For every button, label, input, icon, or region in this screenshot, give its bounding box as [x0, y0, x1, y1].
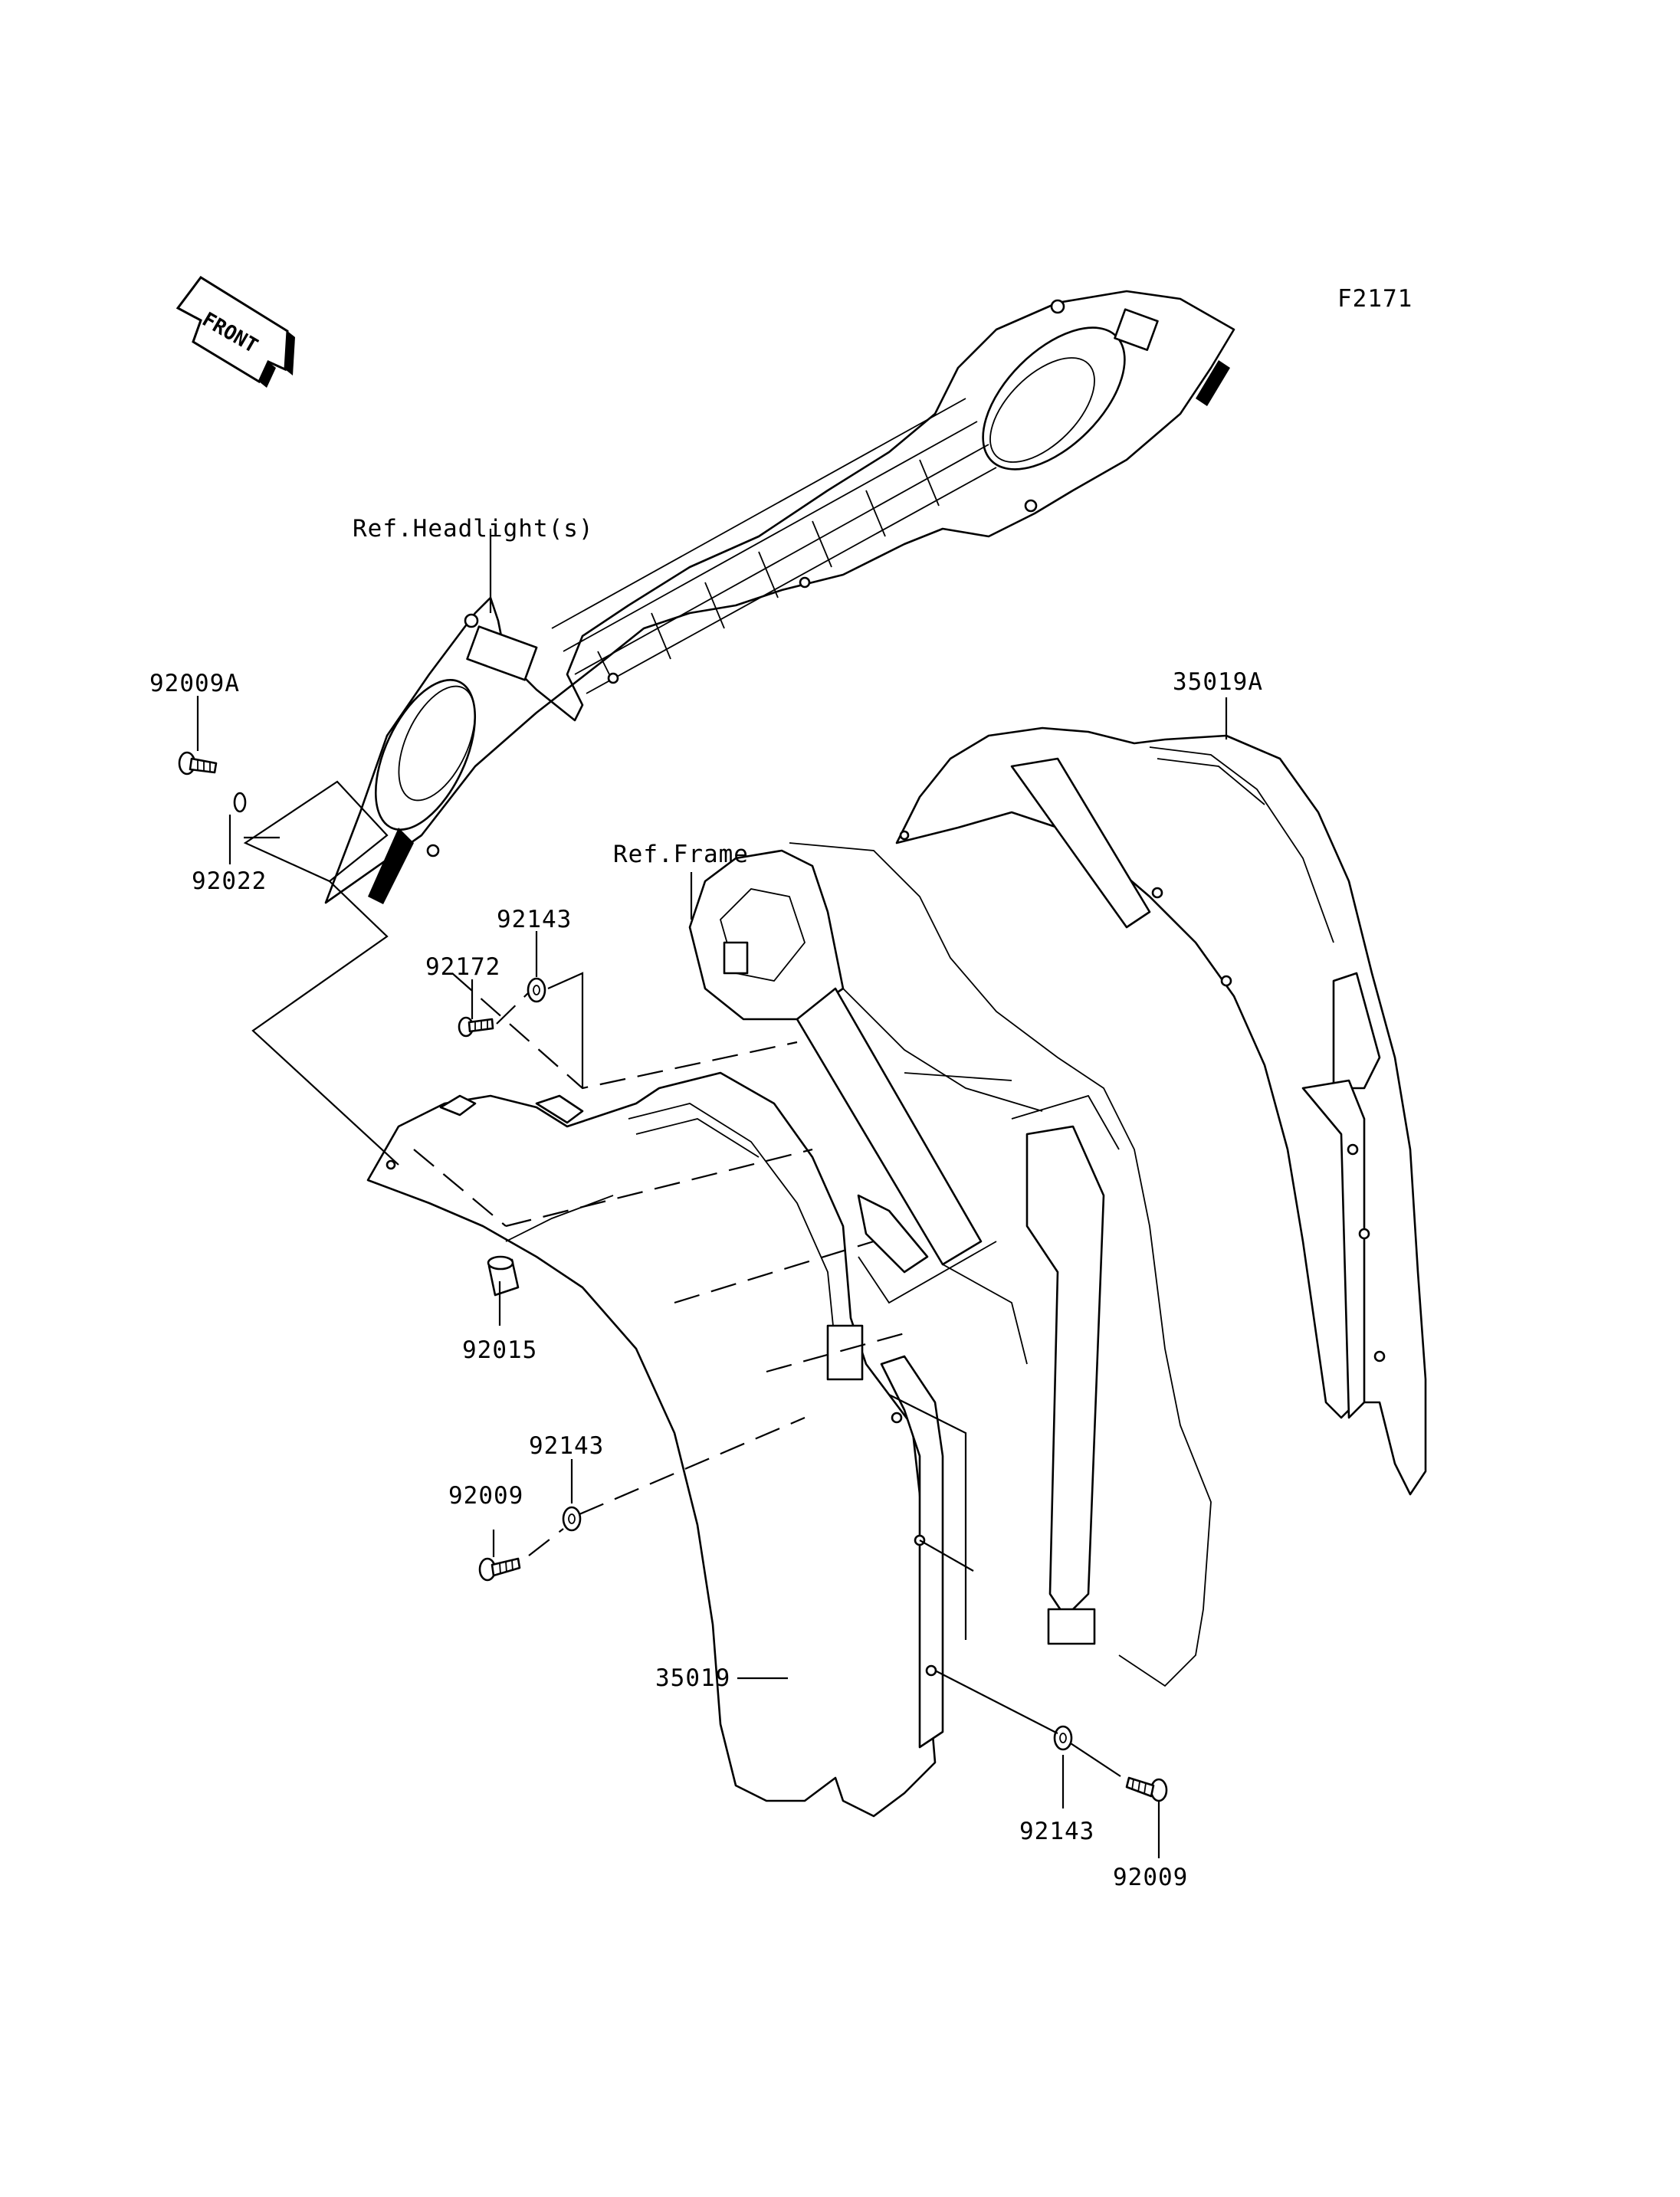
- label-92009A: 92009A: [149, 670, 240, 697]
- washer-92143-mid-icon: [562, 1506, 582, 1532]
- fender-35019A: [895, 726, 1427, 1496]
- bolt-92172-icon: [458, 1016, 494, 1038]
- washer-92143-bottom-icon: [1053, 1725, 1073, 1751]
- bolt-92009A-icon: [178, 751, 218, 776]
- figure-id: F2171: [1337, 285, 1413, 313]
- label-35019A: 35019A: [1173, 668, 1263, 696]
- label-92143-mid: 92143: [529, 1432, 604, 1460]
- label-ref-headlight: Ref.Headlight(s): [353, 515, 594, 543]
- label-92015: 92015: [462, 1336, 537, 1364]
- label-92009-bottom: 92009: [1113, 1864, 1188, 1891]
- label-ref-frame: Ref.Frame: [613, 841, 749, 868]
- leader-lines: [196, 529, 1228, 1858]
- fender-35019: [366, 1071, 944, 1818]
- washer-92143-top-icon: [527, 977, 546, 1003]
- label-35019: 35019: [655, 1664, 730, 1692]
- label-92009-left: 92009: [448, 1482, 523, 1510]
- label-92022: 92022: [192, 867, 267, 895]
- frame: [688, 842, 1212, 1687]
- label-92143-top: 92143: [497, 906, 572, 933]
- headlight-housing: [324, 290, 1235, 904]
- washer-92022-icon: [233, 792, 247, 813]
- bolt-92009-bottom-icon: [1125, 1776, 1168, 1802]
- front-arrow-icon: FRONT: [176, 276, 295, 388]
- bolt-92009-left-icon: [478, 1557, 521, 1582]
- label-92143-bottom: 92143: [1019, 1818, 1094, 1845]
- grommet-92015-icon: [487, 1255, 520, 1297]
- label-92172: 92172: [425, 953, 500, 981]
